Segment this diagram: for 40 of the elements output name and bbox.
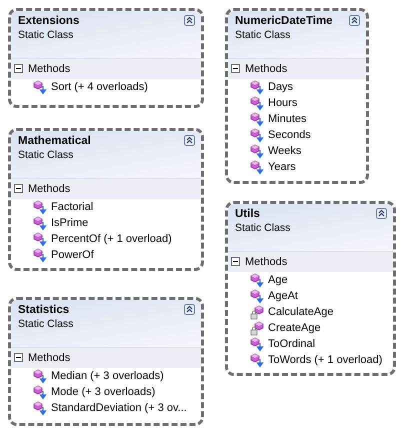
- method-name: AgeAt: [268, 290, 298, 302]
- compartment-heading: Methods: [245, 256, 288, 268]
- class-name: NumericDateTime: [235, 15, 333, 27]
- method-name: Median (+ 3 overloads): [51, 370, 164, 382]
- class-stereotype: Static Class: [18, 318, 74, 330]
- method-name: StandardDeviation (+ 3 ov...: [51, 402, 187, 414]
- class-box: [8, 128, 204, 271]
- method-name: PowerOf: [51, 249, 94, 261]
- class-stereotype: Static Class: [235, 222, 290, 234]
- method-name: Mode (+ 3 overloads): [51, 386, 156, 398]
- class-name: Mathematical: [18, 135, 91, 147]
- class-stereotype: Static Class: [235, 29, 290, 41]
- method-name: Sort (+ 4 overloads): [51, 81, 148, 93]
- method-name: Years: [268, 161, 296, 173]
- class-name: Statistics: [18, 304, 70, 316]
- method-name: Factorial: [51, 201, 94, 213]
- class-box: [8, 297, 204, 426]
- compartment-heading: Methods: [28, 352, 70, 364]
- method-name: CreateAge: [268, 322, 321, 334]
- method-name: Hours: [268, 97, 298, 109]
- class-stereotype: Static Class: [18, 149, 74, 161]
- method-name: Seconds: [268, 129, 311, 141]
- method-name: PercentOf (+ 1 overload): [51, 233, 172, 245]
- method-name: ToOrdinal: [268, 338, 316, 350]
- method-name: CalculateAge: [268, 306, 334, 318]
- class-box: [225, 8, 369, 184]
- class-name: Extensions: [18, 15, 80, 27]
- class-box: [225, 201, 396, 376]
- compartment-heading: Methods: [28, 183, 70, 195]
- method-name: ToWords (+ 1 overload): [268, 354, 382, 366]
- class-box: [8, 8, 204, 108]
- class-name: Utils: [235, 208, 260, 220]
- method-name: Age: [268, 274, 288, 286]
- class-stereotype: Static Class: [18, 29, 74, 41]
- method-name: Days: [268, 81, 294, 93]
- method-name: Minutes: [268, 113, 307, 125]
- method-name: IsPrime: [51, 217, 88, 229]
- compartment-heading: Methods: [28, 63, 70, 75]
- compartment-heading: Methods: [245, 63, 288, 75]
- method-name: Weeks: [268, 145, 302, 157]
